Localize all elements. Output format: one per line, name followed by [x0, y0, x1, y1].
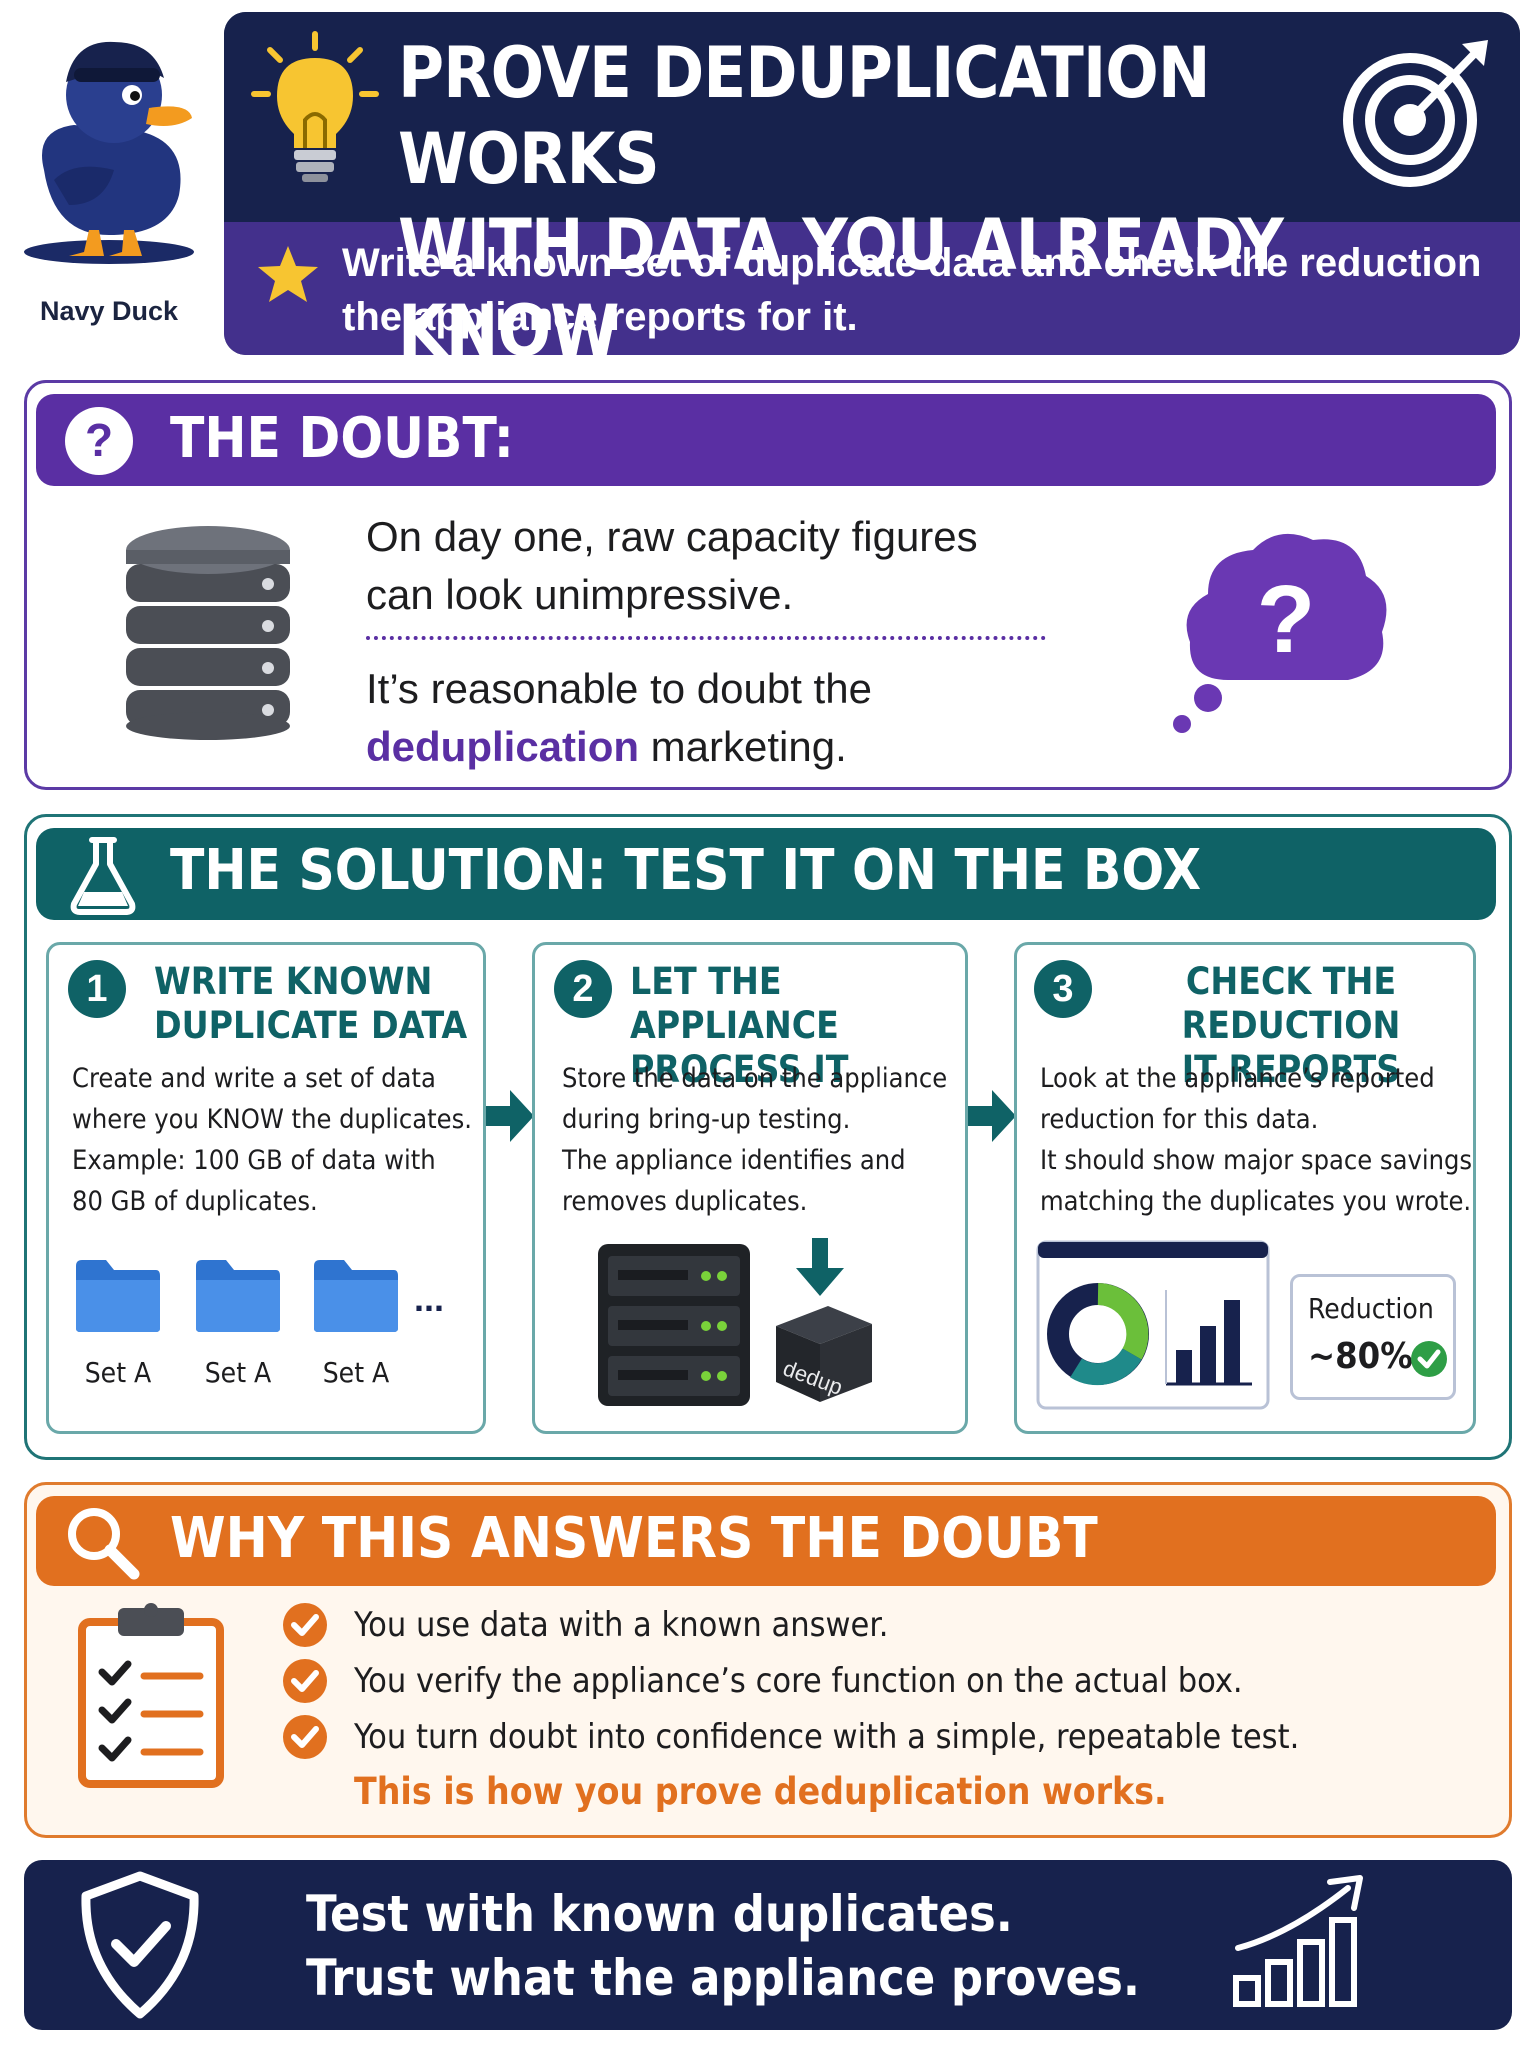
doubt-line-2-rest: marketing. — [639, 723, 847, 770]
solution-heading-bar — [36, 828, 1496, 920]
folder-icon — [76, 1260, 160, 1332]
more-folders-ellipsis: ... — [414, 1278, 445, 1319]
arrow-down-icon — [796, 1238, 844, 1296]
question-icon: ? — [65, 407, 133, 475]
why-heading-bar — [36, 1496, 1496, 1586]
doubt-line-2b: deduplication marketing. — [366, 718, 1166, 776]
solution-heading: THE SOLUTION: TEST IT ON THE BOX — [170, 838, 1202, 903]
why-point-3: You turn doubt into confidence with a si… — [354, 1717, 1300, 1757]
folder-icon — [314, 1260, 398, 1332]
step-1-number: 1 — [68, 960, 126, 1018]
step-2-number: 2 — [554, 960, 612, 1018]
step-1-body-line: 80 GB of duplicates. — [72, 1186, 318, 1217]
magnifier-icon — [68, 1508, 140, 1580]
step-2-body-line: The appliance identifies and — [562, 1145, 906, 1176]
cloud-question-glyph: ? — [1257, 566, 1316, 673]
step-1-body: Create and write a set of data where you… — [72, 1058, 482, 1222]
reduction-value: ~80% — [1308, 1336, 1413, 1377]
step-2-body-line: removes duplicates. — [562, 1186, 808, 1217]
reduction-card — [1290, 1274, 1456, 1400]
subtitle-line-2: the appliance reports for it. — [342, 295, 858, 339]
check-icon — [283, 1715, 327, 1759]
subtitle-line-1: Write a known set of duplicate data and … — [342, 241, 1482, 285]
shield-check-icon — [81, 1871, 199, 2019]
doubt-line-1a: On day one, raw capacity figures — [366, 513, 978, 560]
server-icon — [598, 1244, 750, 1406]
dashboard-icon — [1036, 1240, 1270, 1410]
step-2-title-line-1: LET THE APPLIANCE — [630, 960, 839, 1047]
step-3-body-line: It should show major space savings — [1040, 1145, 1473, 1176]
step-2-body-line: during bring-up testing. — [562, 1104, 851, 1135]
step-3-body-line: Look at the appliance’s reported — [1040, 1063, 1435, 1094]
step-2-body: Store the data on the appliance during b… — [562, 1058, 966, 1222]
deduplication-highlight: deduplication — [366, 723, 639, 770]
growth-chart-icon — [1233, 1875, 1363, 2007]
step-1-body-line: where you KNOW the duplicates. — [72, 1104, 472, 1135]
flask-icon — [70, 837, 136, 915]
thought-cloud-icon: ? — [1173, 533, 1387, 733]
mascot-label: Navy Duck — [39, 296, 179, 326]
database-icon — [126, 526, 290, 740]
step-1-title: WRITE KNOWN DUPLICATE DATA — [154, 960, 474, 1048]
step-3-title-line-1: CHECK THE REDUCTION — [1181, 960, 1401, 1047]
check-icon — [1411, 1341, 1447, 1377]
step-3-body-line: reduction for this data. — [1040, 1104, 1319, 1135]
doubt-heading: THE DOUBT: — [170, 406, 514, 471]
step-1-body-line: Create and write a set of data — [72, 1063, 436, 1094]
step-1-title-line-2: DUPLICATE DATA — [154, 1004, 468, 1047]
target-icon — [1343, 40, 1488, 187]
folder-icon — [196, 1260, 280, 1332]
donut-chart-icon — [1047, 1283, 1149, 1386]
step-3-body: Look at the appliance’s reported reducti… — [1040, 1058, 1474, 1222]
footer-banner — [24, 1860, 1512, 2030]
title-line-1: PROVE DEDUPLICATION WORKS — [398, 32, 1211, 200]
arrow-right-icon — [968, 1090, 1016, 1142]
footer-line-1: Test with known duplicates. — [306, 1885, 1013, 1943]
step-2-title: LET THE APPLIANCE PROCESS IT — [630, 960, 960, 1092]
lightbulb-icon — [251, 31, 379, 182]
step-3-number: 3 — [1034, 960, 1092, 1018]
folder-label: Set A — [322, 1356, 390, 1389]
why-point-1: You use data with a known answer. — [354, 1605, 889, 1645]
star-icon — [258, 246, 318, 302]
doubt-statement-2: It’s reasonable to doubt the deduplicati… — [366, 660, 1166, 776]
svg-text:?: ? — [85, 414, 113, 466]
footer-line-2: Trust what the appliance proves. — [306, 1949, 1140, 2007]
cube-icon: dedup — [776, 1306, 872, 1402]
why-point-2: You verify the appliance’s core function… — [354, 1661, 1243, 1701]
clipboard-icon — [78, 1603, 224, 1788]
folder-label: Set A — [84, 1356, 152, 1389]
step-1-title-line-1: WRITE KNOWN — [154, 960, 433, 1003]
doubt-line-1b: can look unimpressive. — [366, 571, 794, 618]
doubt-line-2a: It’s reasonable to doubt the — [366, 665, 872, 712]
subtitle: Write a known set of duplicate data and … — [342, 236, 1492, 344]
reduction-label: Reduction — [1308, 1292, 1434, 1325]
why-heading: WHY THIS ANSWERS THE DOUBT — [170, 1506, 1098, 1571]
step-3-body-line: matching the duplicates you wrote. — [1040, 1186, 1472, 1217]
check-icon — [283, 1603, 327, 1647]
arrow-right-icon — [486, 1090, 534, 1142]
folder-label: Set A — [204, 1356, 272, 1389]
step-2-title-line-2: PROCESS IT — [630, 1048, 849, 1091]
doubt-statement-1: On day one, raw capacity figures can loo… — [366, 508, 1126, 624]
step-2-body-line: Store the data on the appliance — [562, 1063, 948, 1094]
page-title: PROVE DEDUPLICATION WORKS WITH DATA YOU … — [398, 30, 1348, 374]
duck-mascot-icon — [24, 41, 194, 264]
step-3-title-line-2: IT REPORTS — [1181, 1048, 1401, 1091]
step-1-card — [46, 942, 486, 1434]
step-1-body-line: Example: 100 GB of data with — [72, 1145, 436, 1176]
title-line-2: WITH DATA YOU ALREADY KNOW — [398, 204, 1284, 372]
header-banner — [224, 12, 1520, 355]
doubt-heading-bar — [36, 394, 1496, 486]
dotted-divider — [366, 636, 1046, 640]
step-3-title: CHECK THE REDUCTION IT REPORTS — [1106, 960, 1476, 1092]
why-conclusion: This is how you prove deduplication work… — [354, 1770, 1167, 1813]
check-icon — [283, 1659, 327, 1703]
bar-chart-icon — [1165, 1290, 1252, 1386]
